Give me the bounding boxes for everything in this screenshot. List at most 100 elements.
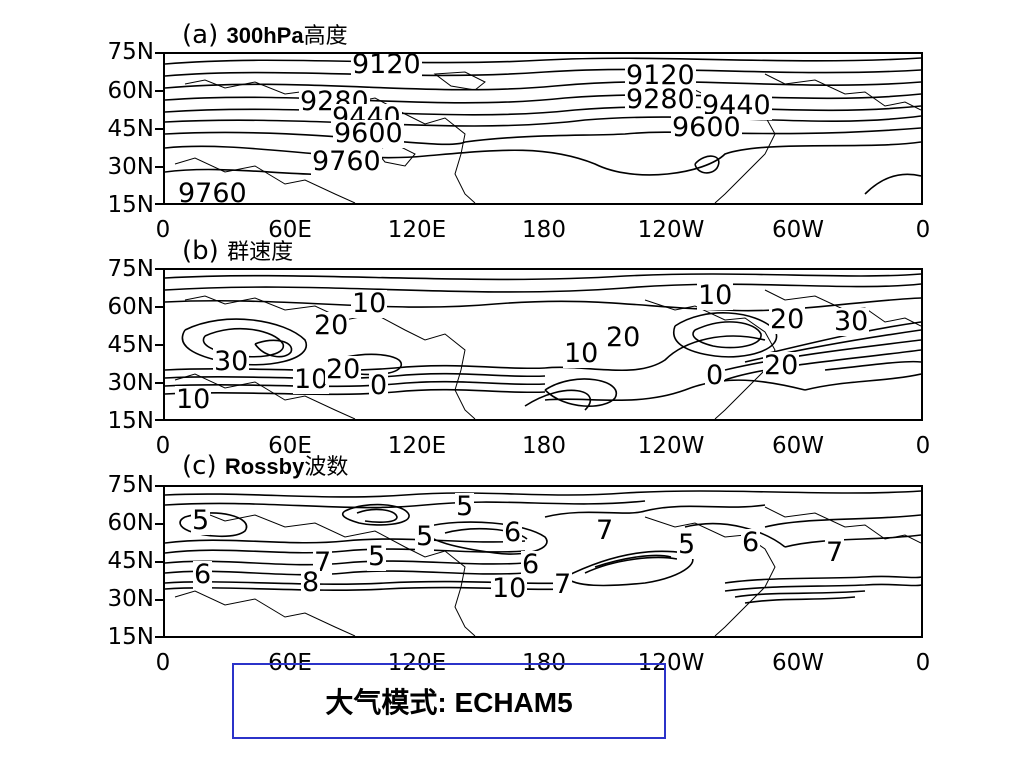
panel-a-letter: (a) [182, 20, 219, 50]
panel-a-contour-label: 9760 [177, 180, 248, 203]
axis-tick [155, 636, 163, 638]
panel-a-xtick: 0 [915, 217, 931, 243]
panel-c-ytick-45n: 45N [107, 548, 154, 574]
axis-tick [155, 561, 163, 563]
panel-b-contour-label: 30 [213, 346, 250, 377]
axis-tick [155, 52, 163, 54]
panel-c-contour-label: 7 [825, 537, 845, 568]
panel-a-contour-label: 9120 [351, 52, 422, 80]
panel-b-contour-label: 20 [313, 310, 350, 341]
panel-b-contour-label: 10 [293, 364, 330, 395]
panel-c-contour-label: 6 [741, 527, 761, 558]
panel-c-contour-label: 10 [491, 573, 528, 604]
panel-c-contour-label: 5 [677, 529, 697, 560]
panel-b-cn-title: 群速度 [227, 240, 294, 265]
panel-c-contour-label: 5 [367, 541, 387, 572]
panel-a-xtick: 120E [387, 217, 447, 243]
panel-c-ytick-60n: 60N [107, 510, 154, 536]
panel-a-ytick-45n: 45N [107, 116, 154, 142]
panel-a-ytick-15n: 15N [107, 192, 154, 218]
model-caption-box: 大气模式: ECHAM5 [232, 663, 666, 739]
panel-b-contour-label: 20 [605, 322, 642, 353]
panel-c-ytick-30n: 30N [107, 586, 154, 612]
panel-a-title: (a) 300hPa高度 [182, 20, 348, 52]
model-caption-cn: 大气模式 [325, 687, 438, 718]
panel-c-contour-label: 7 [595, 515, 615, 546]
panel-c-cn-title: 波数 [304, 455, 349, 480]
panel-a-map: 9120 9280 9440 9600 9760 9760 9120 9280 … [163, 52, 923, 205]
panel-c-bold-title: Rossby [224, 454, 305, 479]
panel-c-contour-label: 7 [553, 569, 573, 600]
panel-b-ytick-75n: 75N [107, 256, 154, 282]
panel-a-contour-label: 9600 [333, 118, 404, 149]
panel-b-xtick: 60E [268, 433, 312, 459]
axis-tick [155, 128, 163, 130]
panel-b-contours [165, 273, 921, 419]
axis-tick [155, 485, 163, 487]
panel-b-letter: (b) [182, 236, 219, 266]
panel-b-contour-label: 0 [369, 370, 389, 401]
panel-a-xtick: 60W [771, 217, 824, 243]
panel-c-contour-label: 6 [503, 517, 523, 548]
model-caption-name: ECHAM5 [454, 687, 573, 718]
panel-c-contour-label: 5 [191, 505, 211, 536]
panel-c-contour-label: 5 [455, 491, 475, 522]
panel-a-contour-label: 9120 [625, 60, 696, 91]
panel-b-xtick: 0 [155, 433, 171, 459]
panel-b-ytick-45n: 45N [107, 332, 154, 358]
axis-tick [155, 203, 163, 205]
panel-c-xtick: 0 [155, 650, 171, 676]
panel-b-ytick-15n: 15N [107, 408, 154, 434]
axis-tick [155, 382, 163, 384]
panel-c-contour-label: 6 [521, 549, 541, 580]
panel-b-contour-label: 0 [705, 360, 725, 391]
panel-a-ytick-60n: 60N [107, 78, 154, 104]
panel-a-contour-label: 9760 [311, 146, 382, 177]
axis-tick [155, 306, 163, 308]
axis-tick [155, 166, 163, 168]
axis-tick [155, 523, 163, 525]
panel-a-contour-label: 9280 [299, 86, 370, 117]
panel-b-xtick: 60W [771, 433, 824, 459]
panel-c-contour-label: 8 [301, 567, 321, 598]
panel-b-contour-label: 20 [763, 350, 800, 381]
panel-b-contour-label: 10 [697, 280, 734, 311]
panel-b-xtick: 120E [387, 433, 447, 459]
panel-c-xtick: 60W [771, 650, 824, 676]
panel-b-contour-label: 10 [175, 384, 212, 415]
axis-tick [155, 419, 163, 421]
panel-c-map: 5 6 7 8 5 5 5 6 6 7 10 7 5 6 7 [163, 485, 923, 638]
model-caption: 大气模式: ECHAM5 [325, 681, 572, 721]
panel-a-xtick: 180 [522, 217, 566, 243]
model-caption-sep: : [437, 687, 455, 718]
panel-c-xtick: 0 [915, 650, 931, 676]
panel-c-contours [165, 490, 921, 636]
panel-a-xtick: 120W [637, 217, 705, 243]
panel-b-xtick: 120W [637, 433, 705, 459]
panel-c-ytick-75n: 75N [107, 472, 154, 498]
panel-b-map: 10 20 30 10 20 0 10 10 20 10 0 20 20 30 [163, 268, 923, 421]
panel-b-ytick-60n: 60N [107, 294, 154, 320]
panel-a-contour-label: 9600 [671, 112, 742, 143]
panel-a-ytick-75n: 75N [107, 39, 154, 65]
panel-a-xtick: 0 [155, 217, 171, 243]
panel-a-bold-title: 300hPa [226, 23, 304, 48]
panel-c-title: (c) Rossby波数 [182, 451, 348, 483]
panel-b-contour-label: 30 [833, 306, 870, 337]
axis-tick [155, 344, 163, 346]
panel-c-ytick-15n: 15N [107, 624, 154, 650]
panel-b-contour-label: 20 [769, 304, 806, 335]
panel-a-contour-label: 9280 [625, 84, 696, 115]
panel-b-contour-label: 20 [325, 354, 362, 385]
panel-c-letter: (c) [182, 451, 217, 481]
panel-a-cn-title: 高度 [303, 24, 348, 49]
panel-a-xtick: 60E [268, 217, 312, 243]
panel-b-ytick-30n: 30N [107, 370, 154, 396]
panel-b-title: (b) 群速度 [182, 236, 293, 268]
axis-tick [155, 90, 163, 92]
panel-c-contour-label: 6 [193, 559, 213, 590]
panel-c-contour-label: 5 [415, 521, 435, 552]
panel-b-xtick: 180 [522, 433, 566, 459]
panel-a-contours [165, 57, 921, 203]
panel-b-contour-label: 10 [351, 288, 388, 319]
